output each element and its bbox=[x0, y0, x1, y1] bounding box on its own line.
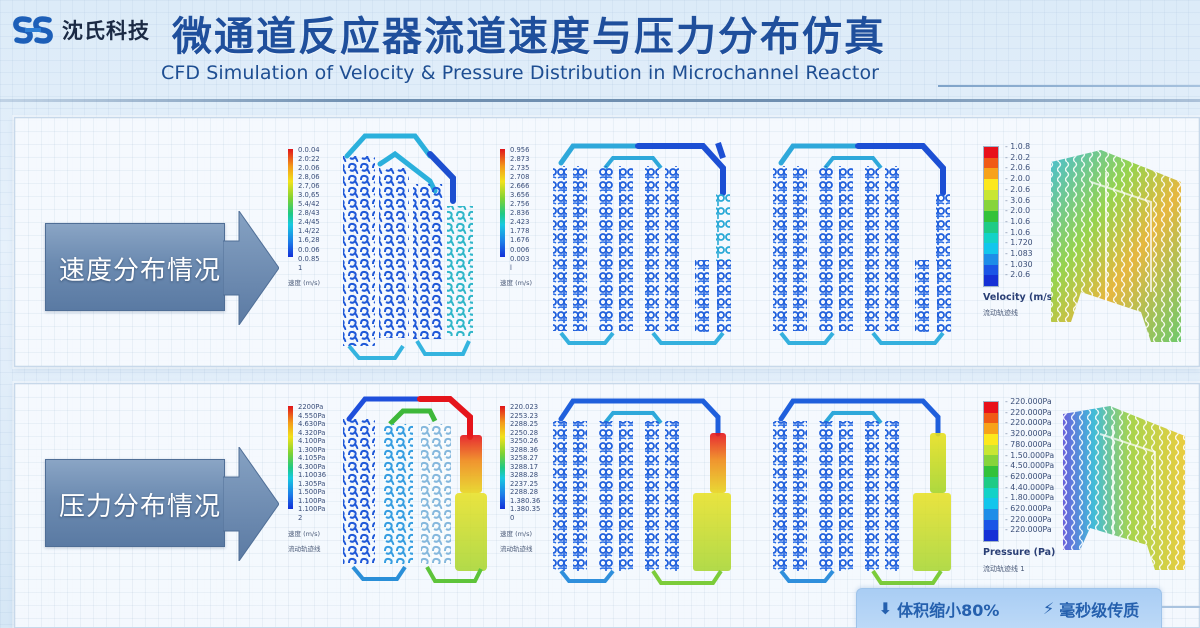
header-divider bbox=[0, 99, 1200, 102]
lightning-icon: ⚡ bbox=[1042, 599, 1055, 618]
velocity-sim-3d bbox=[1041, 142, 1197, 350]
badge-label: 毫秒级传质 bbox=[1059, 600, 1140, 620]
badge-mass-transfer: ⚡ 毫秒级传质 bbox=[1043, 597, 1139, 621]
title-underline bbox=[938, 85, 1200, 87]
feature-badges: ⬇ 体积缩小80% ⚡ 毫秒级传质 bbox=[856, 588, 1162, 628]
colorbar-unit: 速度 (m/s) bbox=[500, 530, 533, 538]
legend-subtitle: 流动轨迹线 bbox=[983, 309, 1018, 317]
badge-divider bbox=[1162, 606, 1200, 608]
colorbar-subtitle: 流动轨迹线 bbox=[288, 545, 321, 553]
velocity-section-tag: 速度分布情况 bbox=[45, 211, 279, 325]
colorbar-subtitle: 流动轨迹线 bbox=[500, 545, 533, 553]
badge-label: 体积缩小80% bbox=[897, 600, 1000, 620]
pressure-section-label: 压力分布情况 bbox=[59, 492, 222, 522]
brand-name: 沈氏科技 bbox=[62, 19, 150, 43]
brand-logo: 沈氏科技 bbox=[12, 14, 150, 46]
legend-tick-labels: 220.000Pa220.000Pa 220.000Pa320.000Pa 78… bbox=[1005, 397, 1054, 536]
velocity-sim-planar-1 bbox=[543, 128, 743, 353]
legend-tick-labels: 1.0.82.0.2 2.0.62.0.0 2.0.63.0.6 2.0.01.… bbox=[1005, 142, 1032, 281]
arrow-down-icon: ⬇ bbox=[878, 599, 893, 618]
legend-subtitle: 流动轨迹线 1 bbox=[983, 565, 1025, 573]
ss-logo-icon bbox=[13, 16, 53, 44]
page-title: 微通道反应器流道速度与压力分布仿真 bbox=[172, 14, 886, 60]
colorbar-unit: 速度 (m/s) bbox=[500, 279, 533, 287]
legend-title: Pressure (Pa) bbox=[983, 547, 1056, 558]
velocity-section-label: 速度分布情况 bbox=[59, 256, 222, 286]
pressure-section-tag: 压力分布情况 bbox=[45, 447, 279, 561]
colorbar-unit: 速度 (m/s) bbox=[288, 279, 321, 287]
legend-color-blocks bbox=[983, 401, 999, 542]
pressure-sim-planar-1 bbox=[543, 389, 743, 589]
badge-volume-reduction: ⬇ 体积缩小80% bbox=[879, 597, 1000, 621]
page-subtitle: CFD Simulation of Velocity & Pressure Di… bbox=[161, 62, 880, 84]
pressure-sim-isometric-1 bbox=[335, 389, 500, 589]
header: 沈氏科技 微通道反应器流道速度与压力分布仿真 CFD Simulation of… bbox=[0, 0, 1200, 104]
arrow-right-icon bbox=[223, 211, 279, 325]
legend-color-blocks bbox=[983, 146, 999, 287]
pressure-sim-3d bbox=[1055, 400, 1195, 575]
arrow-right-icon bbox=[223, 447, 279, 561]
legend-title: Velocity (m/s bbox=[983, 292, 1053, 303]
velocity-sim-isometric-1 bbox=[335, 126, 485, 366]
velocity-sim-planar-2 bbox=[763, 128, 963, 353]
colorbar-unit: 速度 (m/s) bbox=[288, 530, 321, 538]
pressure-sim-planar-2 bbox=[763, 389, 963, 589]
